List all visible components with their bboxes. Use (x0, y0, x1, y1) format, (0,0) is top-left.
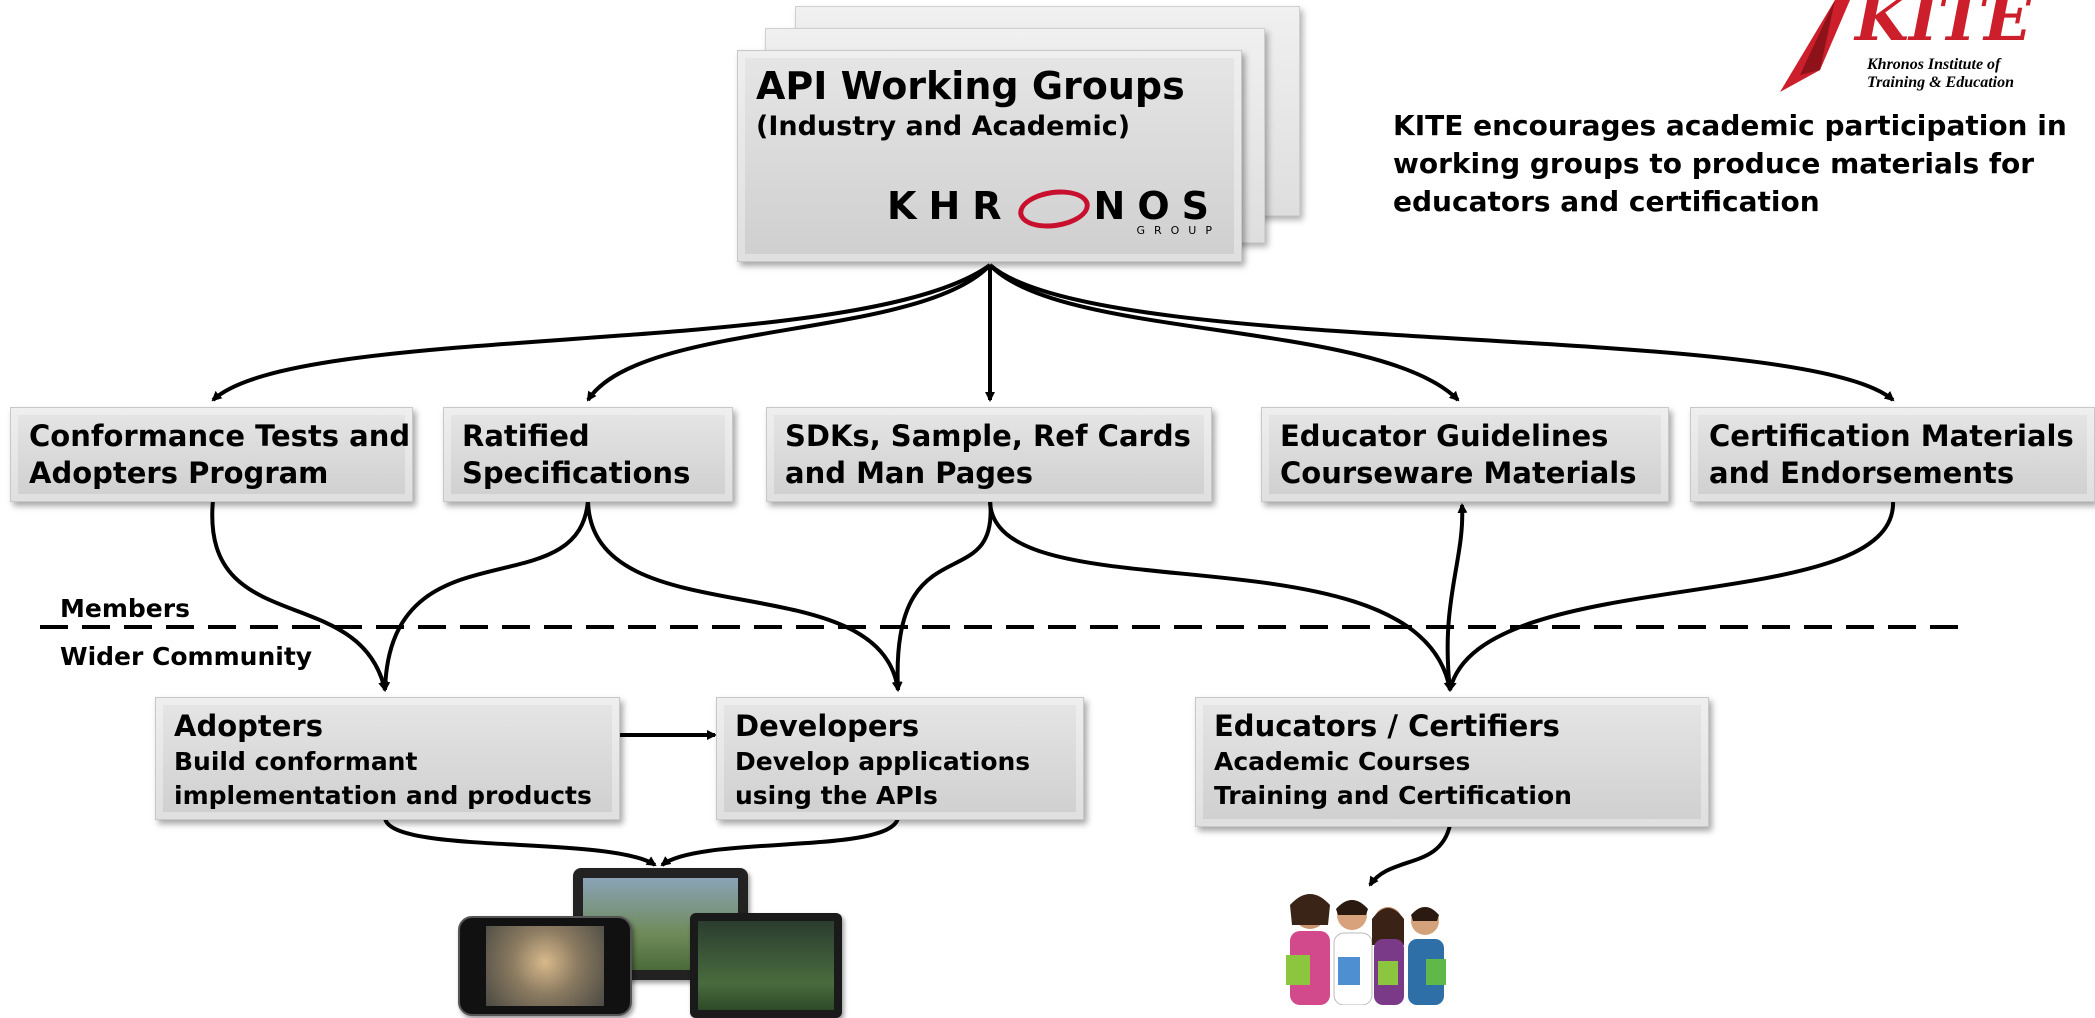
students-illustration (1280, 885, 1455, 1006)
educators-box: Educators / Certifiers Academic Courses … (1195, 697, 1709, 827)
kite-org-line2: Training & Education (1867, 74, 2014, 91)
arrow-specifications-to-developers (586, 499, 902, 692)
adopters-line1: Build conformant (174, 747, 418, 776)
arrow-educators-to-guidelines (1445, 503, 1468, 691)
arrow-adopters-to-devices (383, 817, 657, 867)
kite-description: KITE encourages academic participation i… (1393, 107, 2067, 221)
developers-line2: using the APIs (735, 781, 938, 810)
khronos-logo-sub: GROUP (1136, 223, 1221, 237)
students-group-icon (1286, 894, 1446, 1006)
arrow-api-to-certification (988, 263, 1895, 402)
developers-title: Developers (735, 709, 920, 743)
sdks-box: SDKs, Sample, Ref Cards and Man Pages (766, 407, 1212, 502)
educator-guidelines-line2: Courseware Materials (1280, 456, 1637, 490)
arrow-api-to-educator-guidelines (988, 263, 1460, 402)
educator-guidelines-box: Educator Guidelines Courseware Materials (1261, 407, 1669, 502)
educators-line1: Academic Courses (1214, 747, 1471, 776)
sdks-line1: SDKs, Sample, Ref Cards (785, 419, 1191, 453)
certification-box: Certification Materials and Endorsements (1690, 407, 2095, 502)
arrow-developers-to-devices (660, 817, 900, 867)
khronos-swirl-icon (1015, 184, 1092, 233)
educator-guidelines-line1: Educator Guidelines (1280, 419, 1609, 453)
monitor-device-icon (690, 913, 842, 1018)
arrow-sdks-to-developers (892, 499, 993, 692)
api-title: API Working Groups (756, 64, 1185, 108)
adopters-box: Adopters Build conformant implementation… (155, 697, 620, 820)
devices-illustration (458, 868, 848, 1018)
adopters-line2: implementation and products (174, 781, 592, 810)
specifications-line2: Specifications (462, 456, 691, 490)
arrow-certification-to-educators (1446, 499, 1896, 692)
specifications-box: Ratified Specifications (443, 407, 733, 502)
certification-line1: Certification Materials (1709, 419, 2074, 453)
developers-box: Developers Develop applications using th… (716, 697, 1084, 820)
kite-desc-line: educators and certification (1393, 185, 1820, 218)
specifications-line1: Ratified (462, 419, 590, 453)
arrow-sdks-to-educators (988, 499, 1454, 692)
api-working-groups-box: API Working Groups (Industry and Academi… (737, 50, 1242, 262)
conformance-box: Conformance Tests and Adopters Program (10, 407, 413, 502)
kite-desc-line: KITE encourages academic participation i… (1393, 109, 2067, 142)
arrow-api-to-conformance (211, 263, 992, 402)
educators-title: Educators / Certifiers (1214, 709, 1560, 743)
educators-line2: Training and Certification (1214, 781, 1572, 810)
conformance-line2: Adopters Program (29, 456, 329, 490)
arrow-educators-to-students (1368, 824, 1452, 887)
sdks-line2: and Man Pages (785, 456, 1033, 490)
adopters-title: Adopters (174, 709, 323, 743)
arrow-conformance-to-adopters (210, 499, 389, 692)
kite-desc-line: working groups to produce materials for (1393, 147, 2035, 180)
wider-community-label: Wider Community (60, 642, 313, 671)
members-label: Members (60, 594, 190, 623)
api-subtitle: (Industry and Academic) (756, 111, 1131, 142)
certification-line2: and Endorsements (1709, 456, 2015, 490)
arrow-specifications-to-adopters (380, 499, 590, 692)
developers-line1: Develop applications (735, 747, 1031, 776)
conformance-line1: Conformance Tests and (29, 419, 411, 453)
kite-org-line1: Khronos Institute of (1867, 56, 2001, 73)
kite-wing-icon (1780, 0, 1850, 92)
phone-device-icon (458, 916, 632, 1016)
kite-logo-text: KITE (1855, 0, 2032, 55)
kite-logo: KITE Khronos Institute of Training & Edu… (1775, 0, 2075, 95)
arrow-api-to-specifications (586, 263, 992, 402)
